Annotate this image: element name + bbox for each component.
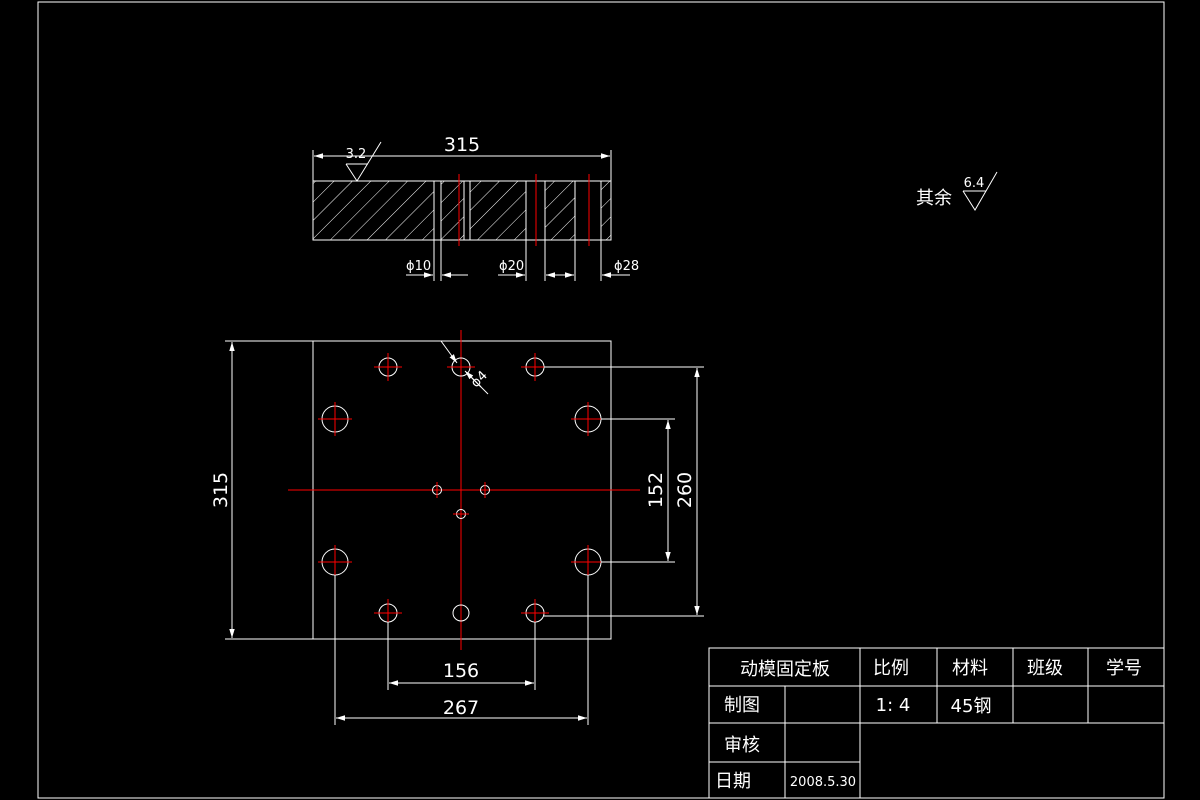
small-hole-dia-label: ϕ4: [468, 368, 491, 391]
dim-156: 156: [443, 660, 479, 682]
note-roughness-value: 6.4: [964, 176, 985, 191]
small-hole-center: [453, 509, 469, 519]
hole-mid-left-lower: [318, 545, 352, 579]
note-roughness-symbol: [962, 171, 998, 211]
date-value: 2008.5.30: [790, 775, 856, 790]
class-header: 班级: [1027, 658, 1063, 679]
hole-mid-left-upper: [318, 402, 352, 436]
plan-height-dim: 315: [210, 472, 232, 508]
date-label: 日期: [715, 771, 751, 792]
section-hatch-1: [312, 180, 435, 241]
small-hole-left: [432, 482, 442, 498]
drawing-frame: [37, 1, 1165, 799]
drawn-label: 制图: [724, 695, 760, 716]
section-hatch-4: [544, 180, 576, 241]
plan-view: ϕ4 315 152 260 156 267: [210, 330, 704, 725]
part-name: 动模固定板: [740, 659, 830, 680]
dim-152: 152: [645, 472, 667, 508]
dia-mid-label: ϕ20: [499, 259, 524, 274]
hole-mid-right-upper: [571, 402, 605, 436]
checked-label: 审核: [724, 735, 760, 756]
hole-top-center: [447, 357, 475, 377]
dim-260: 260: [674, 472, 696, 508]
section-outline: [312, 180, 612, 241]
hole-top-left: [374, 353, 402, 381]
dim-267: 267: [443, 697, 479, 719]
section-hatch-5: [600, 180, 612, 241]
dia-large-label: ϕ28: [614, 259, 639, 274]
section-width-dim: 315: [444, 134, 480, 156]
dia-small-label: ϕ10: [406, 259, 431, 274]
material-value: 45钢: [951, 696, 992, 717]
student-id-header: 学号: [1106, 658, 1142, 679]
section-view: 315 3.2 ϕ10 ϕ20 ϕ28: [312, 134, 639, 281]
hole-mid-right-lower: [571, 545, 605, 579]
surface-note: 其余 6.4: [916, 171, 998, 211]
section-hatch-2: [440, 180, 465, 241]
roughness-value: 3.2: [346, 147, 367, 162]
note-label: 其余: [916, 188, 952, 209]
title-block: 动模固定板 比例 材料 班级 学号 制图 1: 4 45钢 审核 日期 2008…: [708, 647, 1165, 799]
roughness-symbol: [345, 141, 382, 182]
material-header: 材料: [952, 658, 988, 679]
dia4-leader: [440, 340, 458, 364]
scale-value: 1: 4: [876, 695, 911, 716]
scale-header: 比例: [873, 658, 909, 679]
section-hatch-3: [469, 180, 527, 241]
dia4-leader-b: [464, 370, 489, 395]
small-hole-right: [480, 482, 490, 498]
hole-bottom-center: [452, 604, 470, 622]
